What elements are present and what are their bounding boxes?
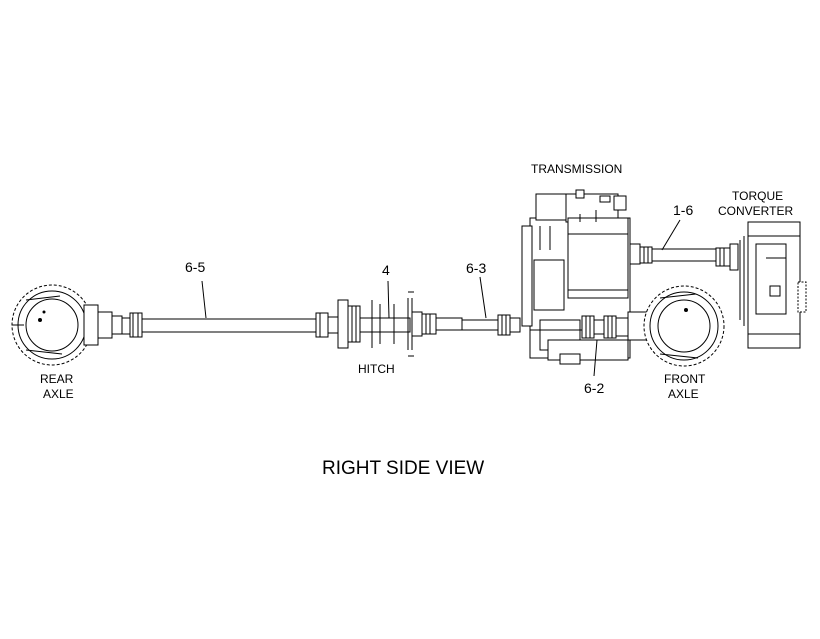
callout-6-2: 6-2 <box>584 380 604 396</box>
front-axle <box>627 285 725 367</box>
callout-4: 4 <box>382 262 390 278</box>
view-caption: RIGHT SIDE VIEW <box>322 458 484 479</box>
drive-shaft-6-5 <box>121 312 339 338</box>
rear-axle-label-line1: REAR <box>40 372 74 386</box>
rear-axle <box>11 284 123 366</box>
leader-lines <box>201 219 681 377</box>
rear-axle-label-line2: AXLE <box>43 387 74 401</box>
drive-shaft-6-2 <box>581 315 631 339</box>
front-axle-label-line2: AXLE <box>668 387 699 401</box>
front-axle-label-line1: FRONT <box>664 372 706 386</box>
torque-converter <box>739 221 807 349</box>
drive-shaft-1-6 <box>629 243 739 271</box>
callout-1-6: 1-6 <box>673 202 693 218</box>
callout-6-3: 6-3 <box>466 260 486 276</box>
hitch <box>337 291 437 357</box>
callout-6-5: 6-5 <box>185 259 205 275</box>
transmission-label: TRANSMISSION <box>531 162 622 176</box>
hitch-label: HITCH <box>358 362 395 376</box>
torque-converter-label-line1: TORQUE <box>732 189 783 203</box>
drive-shaft-6-3 <box>435 314 521 336</box>
torque-converter-label-line2: CONVERTER <box>718 204 793 218</box>
